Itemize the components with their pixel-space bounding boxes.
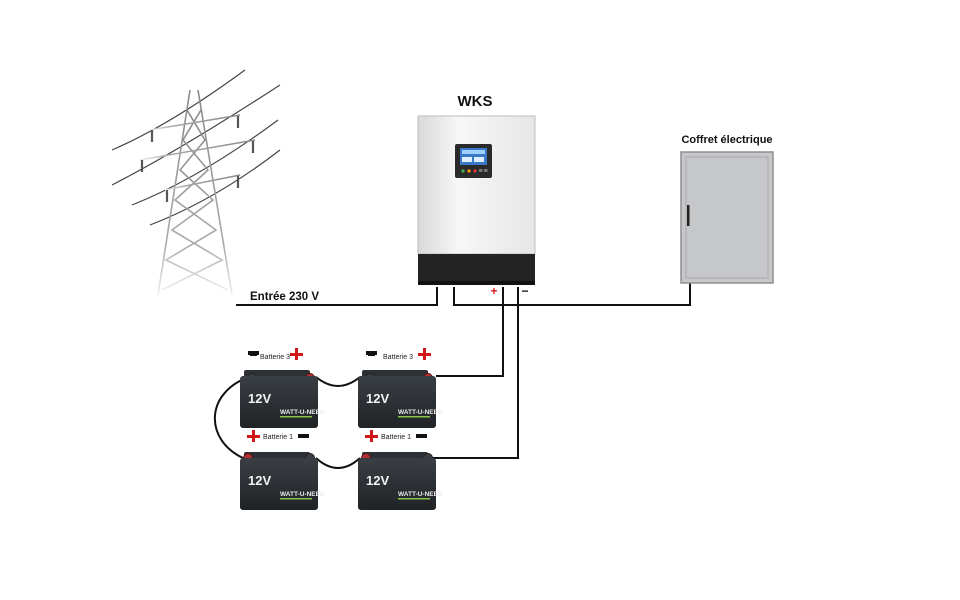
series-link-bottom (315, 457, 361, 469)
battery-label: Batterie 1 (381, 434, 411, 441)
battery-brand: WATT-U-NEED (280, 409, 325, 416)
inverter-title: WKS (458, 93, 493, 110)
battery-voltage: 12V (248, 473, 271, 488)
battery-label: Batterie 1 (263, 434, 293, 441)
grid-input-wire (236, 287, 438, 306)
battery-voltage: 12V (366, 391, 389, 406)
battery-plus-wire (436, 287, 504, 377)
battery-voltage: 12V (248, 391, 271, 406)
battery-minus-wire (426, 287, 519, 459)
inverter-plus-terminal: + (490, 284, 497, 298)
wiring (213, 283, 691, 469)
battery-label: Batterie 3 (383, 354, 413, 361)
power-pylon-icon (111, 69, 281, 296)
inverter-wks: WKS + − (417, 93, 536, 298)
inverter-minus-terminal: − (521, 284, 528, 298)
output-wire (453, 283, 691, 306)
grid-input-label: Entrée 230 V (250, 291, 319, 303)
inverter-display (455, 144, 492, 178)
battery-bottom-left: Batterie 1 12V WATT-U-NEED (240, 430, 325, 510)
battery-label: Batterie 3 (260, 354, 290, 361)
battery-brand: WATT-U-NEED (398, 491, 443, 498)
cabinet-title: Coffret électrique (681, 134, 772, 146)
electrical-cabinet: Coffret électrique (680, 134, 774, 284)
series-link-top (315, 376, 361, 387)
series-link-left (213, 377, 247, 459)
cabinet-handle-icon (687, 205, 690, 226)
battery-top-right: Batterie 3 12V WATT-U-NEED (358, 348, 443, 428)
battery-top-left: Batterie 3 12V WATT-U-NEED (240, 348, 325, 428)
battery-brand: WATT-U-NEED (280, 491, 325, 498)
battery-bottom-right: Batterie 1 12V WATT-U-NEED (358, 430, 443, 510)
battery-voltage: 12V (366, 473, 389, 488)
battery-brand: WATT-U-NEED (398, 409, 443, 416)
